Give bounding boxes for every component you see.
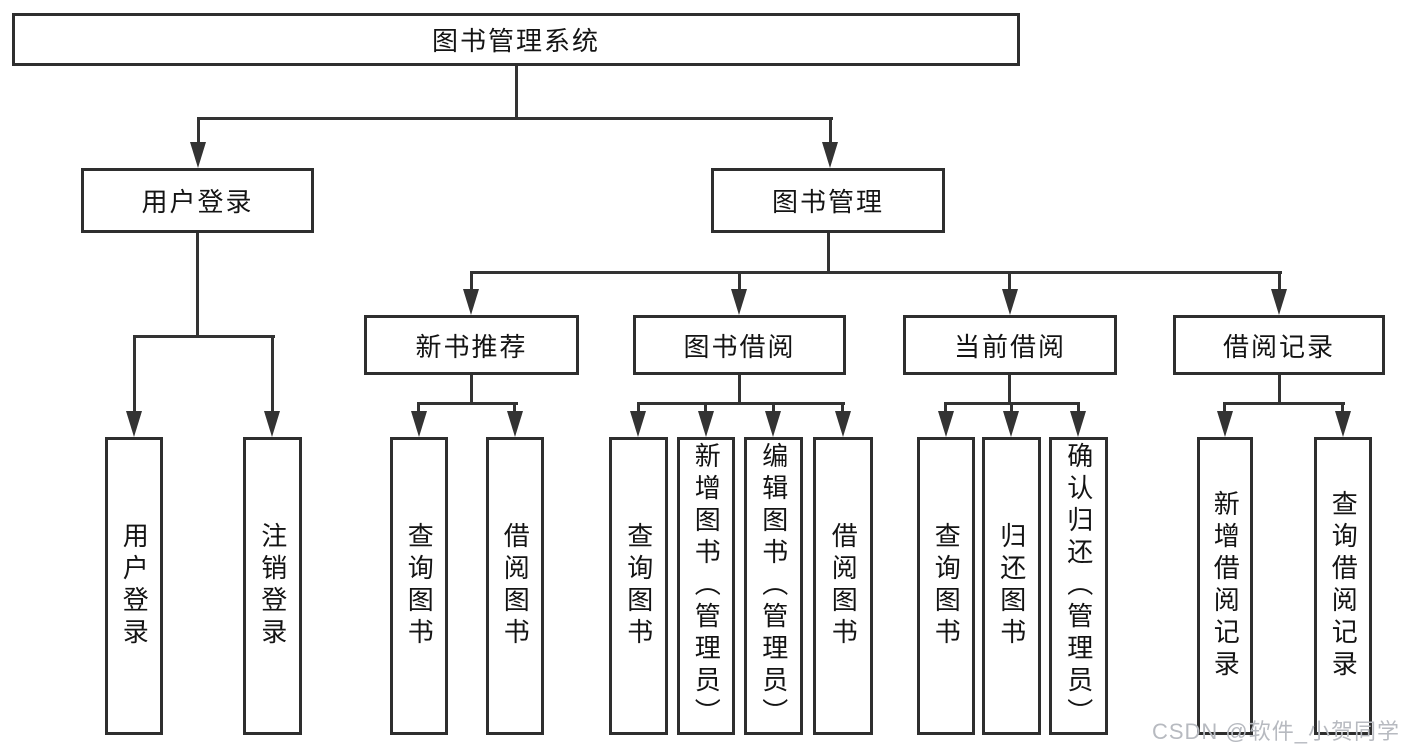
connector-userlogin-drop (197, 117, 200, 149)
arrowhead-down-icon (1002, 289, 1018, 315)
connector-level2-rail (470, 271, 1282, 274)
connector-newbook-stem (470, 375, 473, 405)
arrowhead-down-icon (698, 411, 714, 437)
node-book-management: 图书管理 (711, 168, 945, 233)
node-borrow-add-books-admin: 新增图书（管理员） (677, 437, 735, 735)
arrowhead-down-icon (765, 411, 781, 437)
arrowhead-down-icon (1003, 411, 1019, 437)
node-current-borrow-label: 当前借阅 (953, 331, 1066, 362)
node-borrow-records-label: 借阅记录 (1222, 331, 1335, 362)
arrowhead-down-icon (126, 411, 142, 437)
node-current-borrow: 当前借阅 (903, 315, 1117, 375)
arrowhead-down-icon (1335, 411, 1351, 437)
connector-userlogin-child1-drop (133, 335, 136, 413)
connector-level1-rail (197, 117, 833, 120)
node-borrow-add-books-admin-label: 新增图书（管理员） (691, 442, 722, 730)
node-records-query-record: 查询借阅记录 (1314, 437, 1372, 735)
node-new-book-recommend-label: 新书推荐 (415, 331, 528, 362)
connector-drop (944, 402, 947, 416)
connector-drop (841, 402, 844, 416)
node-current-return-books-label: 归还图书 (996, 522, 1027, 650)
node-current-confirm-return-admin-label: 确认归还（管理员） (1063, 442, 1094, 730)
connector-drop (637, 402, 640, 416)
arrowhead-down-icon (264, 411, 280, 437)
node-borrow-borrow-books: 借阅图书 (813, 437, 873, 735)
arrowhead-down-icon (463, 289, 479, 315)
node-borrow-edit-books-admin: 编辑图书（管理员） (744, 437, 803, 735)
node-user-login-group-label: 用户登录 (141, 187, 254, 217)
connector-root-stem (515, 66, 518, 119)
connector-drop (513, 402, 516, 416)
connector-drop (1223, 402, 1226, 416)
arrowhead-down-icon (1217, 411, 1233, 437)
node-current-query-books: 查询图书 (917, 437, 975, 735)
node-borrow-query-books-label: 查询图书 (623, 522, 654, 650)
node-newbook-query-books-label: 查询图书 (404, 522, 435, 650)
arrowhead-down-icon (190, 142, 206, 168)
connector-newbook-rail (417, 402, 518, 405)
connector-drop (417, 402, 420, 416)
connector-records-rail (1224, 402, 1345, 405)
connector-drop (704, 402, 707, 416)
connector-current-stem (1008, 375, 1011, 405)
watermark: CSDN @软件_小贺同学 (1151, 719, 1400, 744)
connector-records-drop (1278, 271, 1281, 295)
node-book-borrow: 图书借阅 (633, 315, 846, 375)
connector-borrow-stem (738, 375, 741, 405)
connector-userlogin-child2-drop (271, 335, 274, 413)
arrowhead-down-icon (1271, 289, 1287, 315)
connector-records-stem (1278, 375, 1281, 405)
connector-borrow-drop (738, 271, 741, 295)
node-newbook-borrow-books: 借阅图书 (486, 437, 544, 735)
arrowhead-down-icon (731, 289, 747, 315)
arrowhead-down-icon (822, 142, 838, 168)
node-current-confirm-return-admin: 确认归还（管理员） (1049, 437, 1108, 735)
node-borrow-borrow-books-label: 借阅图书 (828, 522, 859, 650)
arrowhead-down-icon (938, 411, 954, 437)
node-borrow-query-books: 查询图书 (609, 437, 668, 735)
node-current-query-books-label: 查询图书 (931, 522, 962, 650)
node-records-add-record-label: 新增借阅记录 (1210, 490, 1241, 682)
node-borrow-edit-books-admin-label: 编辑图书（管理员） (758, 442, 789, 730)
node-new-book-recommend: 新书推荐 (364, 315, 579, 375)
arrowhead-down-icon (835, 411, 851, 437)
node-records-add-record: 新增借阅记录 (1197, 437, 1253, 735)
node-logout-label: 注销登录 (257, 522, 288, 650)
node-user-login: 用户登录 (105, 437, 163, 735)
connector-borrow-rail (637, 402, 845, 405)
connector-newbook-drop (470, 271, 473, 295)
node-book-management-label: 图书管理 (771, 187, 884, 217)
node-records-query-record-label: 查询借阅记录 (1328, 490, 1359, 682)
connector-userlogin-rail (133, 335, 275, 338)
node-logout: 注销登录 (243, 437, 302, 735)
connector-drop (772, 402, 775, 416)
connector-drop (1341, 402, 1344, 416)
node-current-return-books: 归还图书 (982, 437, 1041, 735)
node-user-login-group: 用户登录 (81, 168, 314, 233)
arrowhead-down-icon (507, 411, 523, 437)
node-user-login-label: 用户登录 (119, 522, 150, 650)
node-root: 图书管理系统 (12, 13, 1020, 66)
connector-drop (1010, 402, 1013, 416)
connector-bookmgmt-drop (829, 117, 832, 149)
connector-userlogin-stem (196, 233, 199, 337)
connector-current-drop (1008, 271, 1011, 295)
node-root-label: 图书管理系统 (431, 26, 600, 56)
connector-drop (1077, 402, 1080, 416)
arrowhead-down-icon (411, 411, 427, 437)
node-newbook-query-books: 查询图书 (390, 437, 448, 735)
node-book-borrow-label: 图书借阅 (683, 331, 796, 362)
arrowhead-down-icon (630, 411, 646, 437)
node-borrow-records: 借阅记录 (1173, 315, 1385, 375)
connector-bookmgmt-stem (827, 233, 830, 273)
node-newbook-borrow-books-label: 借阅图书 (500, 522, 531, 650)
arrowhead-down-icon (1070, 411, 1086, 437)
